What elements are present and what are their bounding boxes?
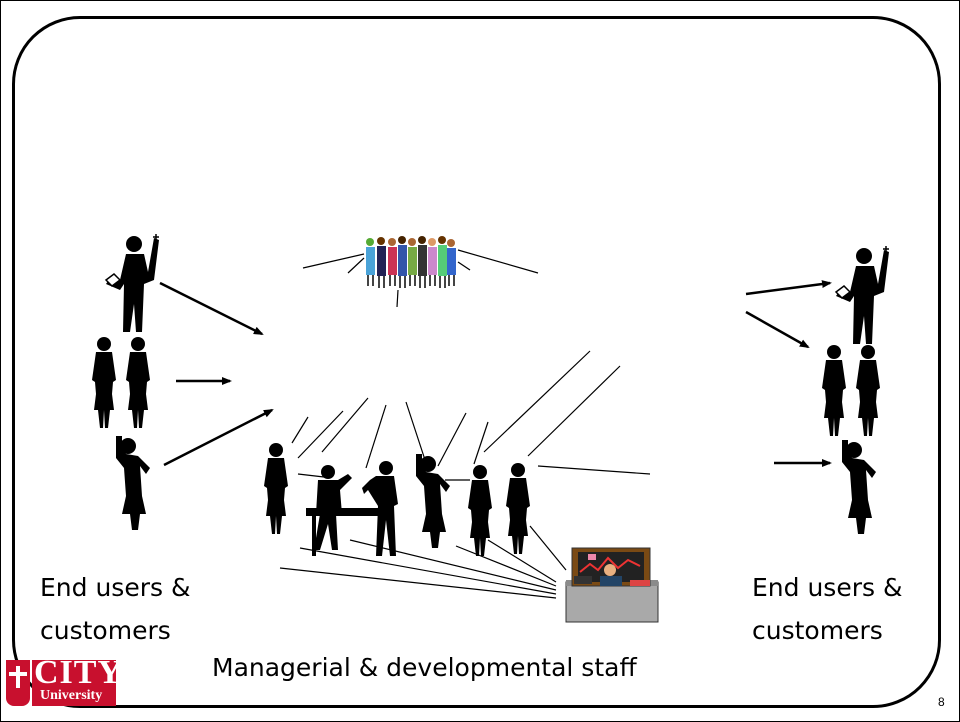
left-group-label: End users & customers: [40, 566, 190, 652]
left-end-users: [92, 233, 160, 530]
city-university-logo: CITY University: [6, 654, 122, 710]
right-end-users: [822, 245, 890, 534]
left-group-label-line2: customers: [40, 616, 171, 645]
two-women-icon: [92, 337, 150, 428]
right-group-label-line2: customers: [752, 616, 883, 645]
logo-shield-icon: [6, 660, 30, 706]
right-arrows: [745, 280, 832, 467]
left-arrows: [159, 281, 274, 467]
logo-name: CITY: [34, 654, 124, 691]
two-women-icon: [822, 345, 880, 436]
crowd-connectors: [302, 249, 539, 308]
left-group-label-line1: End users &: [40, 573, 191, 602]
center-group-label: Managerial & developmental staff: [212, 653, 637, 682]
staff-group-icon: [264, 443, 530, 556]
thumbs-up-woman-icon: [116, 436, 150, 530]
desk-connectors: [279, 525, 567, 599]
pointing-man-icon: [835, 245, 890, 345]
right-group-label-line1: End users &: [752, 573, 903, 602]
group-of-people-icon: [366, 236, 456, 288]
staff-connectors: [291, 350, 651, 481]
logo-wordmark: CITY University: [32, 654, 122, 706]
right-group-label: End users & customers: [752, 566, 902, 652]
thumbs-up-woman-icon: [842, 440, 876, 534]
rounded-frame: [12, 16, 941, 708]
pointing-man-icon: [105, 233, 160, 333]
desk-worker-icon: [565, 547, 659, 623]
logo-subtitle: University: [40, 688, 103, 703]
page-number: 8: [938, 695, 945, 709]
